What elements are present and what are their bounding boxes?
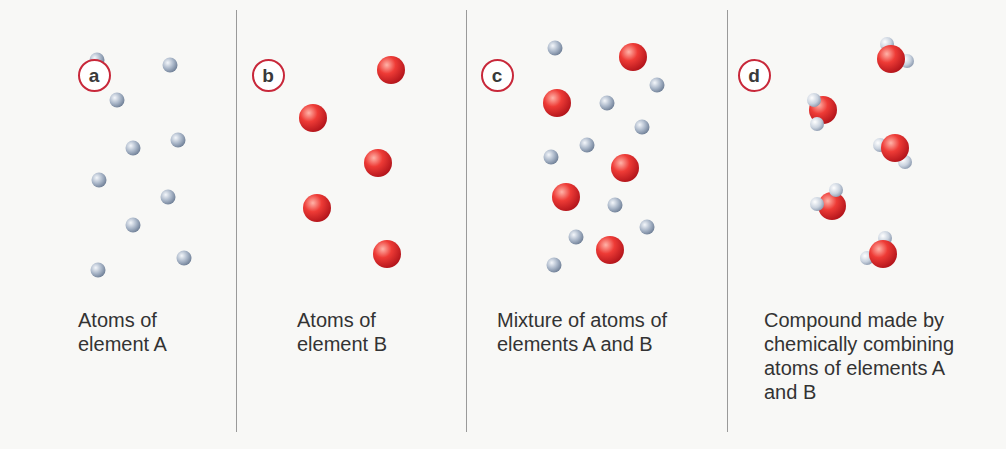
atom-b [364,149,392,177]
atom-a [161,190,176,205]
panel-letter-text: b [252,59,285,92]
atom-a [608,198,623,213]
atom-a [548,41,563,56]
atom-b [869,240,897,268]
atom-a [807,93,821,107]
caption: Atoms of element A [78,308,203,356]
atom-a [126,218,141,233]
panel-letter-text: d [738,59,771,92]
atom-a [547,258,562,273]
atom-a [829,183,843,197]
atom-b [377,56,405,84]
panel-letter: d [738,59,771,92]
atom-b [552,183,580,211]
atom-a [600,96,615,111]
atom-b [373,240,401,268]
panel-letter-text: a [78,59,111,92]
atom-a [126,141,141,156]
atom-a [544,150,559,165]
atom-a [171,133,186,148]
atom-a [92,173,107,188]
atom-a [640,220,655,235]
panel-divider [237,10,728,432]
caption: Atoms of element B [297,308,422,356]
caption: Mixture of atoms of elements A and B [497,308,675,356]
atom-b [877,45,905,73]
atom-a [635,120,650,135]
atom-a [163,58,178,73]
atom-b [596,236,624,264]
panel-letter: c [481,59,514,92]
atom-a [650,78,665,93]
molecule [807,93,837,131]
atom-b [543,89,571,117]
atom-a [569,230,584,245]
atom-b [611,154,639,182]
atom-a [177,251,192,266]
panel-letter: a [78,59,111,92]
atom-a [580,138,595,153]
atom-b [881,134,909,162]
atom-b [299,104,327,132]
panel-letter: b [252,59,285,92]
molecule [877,37,914,73]
caption: Compound made by chemically combining at… [764,308,979,404]
atom-a [810,117,824,131]
atom-a [110,93,125,108]
atom-b [619,43,647,71]
atom-b [303,194,331,222]
atom-a [91,263,106,278]
molecule [810,183,846,220]
molecule [873,134,912,169]
panel-letter-text: c [481,59,514,92]
atoms [90,37,915,278]
atom-a [810,197,824,211]
molecule [860,231,897,268]
